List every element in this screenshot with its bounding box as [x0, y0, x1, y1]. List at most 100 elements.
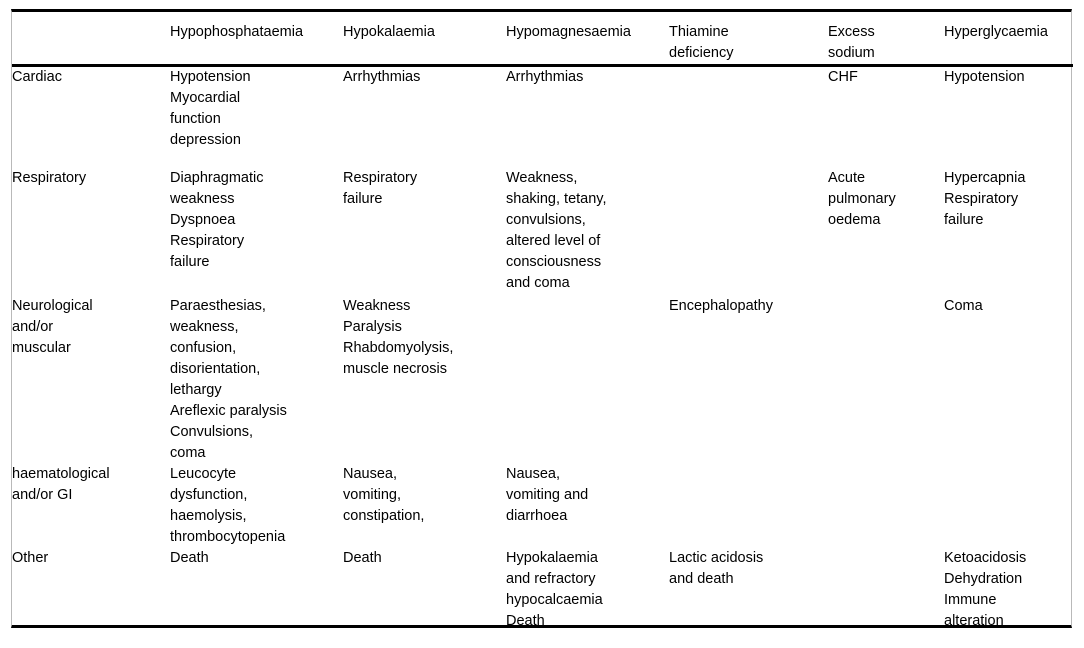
cell-line: Immune	[944, 590, 1073, 611]
cell-line: and refractory	[506, 569, 669, 590]
cell-line: Death	[170, 548, 343, 569]
cell-line: Hypotension	[944, 67, 1073, 88]
cell-line: Hypercapnia	[944, 168, 1073, 189]
cell-line: haematological	[12, 464, 170, 485]
cell-line: Respiratory	[12, 168, 170, 189]
cell-gly: Hypotension	[944, 66, 1073, 169]
cell-line: Neurological	[12, 296, 170, 317]
cell-phos: Death	[170, 548, 343, 648]
cell-line: failure	[343, 189, 506, 210]
cell-sod	[828, 548, 944, 648]
table-header-row: Hypophosphataemia Hypokalaemia Hypomagne…	[12, 12, 1073, 66]
cell-kal: Nausea,vomiting,constipation,	[343, 464, 506, 548]
table-head: Hypophosphataemia Hypokalaemia Hypomagne…	[12, 12, 1073, 66]
cell-line: Encephalopathy	[669, 296, 828, 317]
cell-line: Paraesthesias,	[170, 296, 343, 317]
cell-line: Convulsions,	[170, 422, 343, 443]
cell-line: confusion,	[170, 338, 343, 359]
cell-line: Dyspnoea	[170, 210, 343, 231]
cell-thia: Encephalopathy	[669, 296, 828, 464]
column-header-line: Excess	[828, 22, 944, 43]
cell-line: vomiting,	[343, 485, 506, 506]
cell-phos: Paraesthesias,weakness,confusion,disorie…	[170, 296, 343, 464]
cell-line: lethargy	[170, 380, 343, 401]
cell-line: depression	[170, 130, 343, 151]
cell-line: Areflexic paralysis	[170, 401, 343, 422]
cell-kal: Death	[343, 548, 506, 648]
cell-line: consciousness	[506, 252, 669, 273]
clinical-complications-table-frame: Hypophosphataemia Hypokalaemia Hypomagne…	[11, 9, 1072, 628]
column-header-hypokalaemia: Hypokalaemia	[343, 12, 506, 66]
cell-gly: Coma	[944, 296, 1073, 464]
column-header-hyperglycaemia: Hyperglycaemia	[944, 12, 1073, 66]
cell-line: Cardiac	[12, 67, 170, 88]
cell-gly	[944, 464, 1073, 548]
cell-line: Hypotension	[170, 67, 343, 88]
cell-line: Hypokalaemia	[506, 548, 669, 569]
cell-line: Death	[506, 611, 669, 632]
cell-mag	[506, 296, 669, 464]
column-header-hypophosphataemia: Hypophosphataemia	[170, 12, 343, 66]
cell-line: Leucocyte	[170, 464, 343, 485]
cell-system: Respiratory	[12, 168, 170, 296]
cell-line: alteration	[944, 611, 1073, 632]
cell-line: diarrhoea	[506, 506, 669, 527]
column-header-line: Hypophosphataemia	[170, 22, 343, 43]
cell-line: dysfunction,	[170, 485, 343, 506]
cell-line: Rhabdomyolysis,	[343, 338, 506, 359]
cell-line: pulmonary	[828, 189, 944, 210]
cell-line: weakness,	[170, 317, 343, 338]
cell-thia	[669, 66, 828, 169]
cell-line: Dehydration	[944, 569, 1073, 590]
cell-line: function	[170, 109, 343, 130]
cell-line: disorientation,	[170, 359, 343, 380]
cell-line: Ketoacidosis	[944, 548, 1073, 569]
refeeding-complications-table: Hypophosphataemia Hypokalaemia Hypomagne…	[12, 12, 1073, 648]
cell-line: Respiratory	[944, 189, 1073, 210]
cell-line: failure	[170, 252, 343, 273]
cell-sod	[828, 296, 944, 464]
cell-line: muscle necrosis	[343, 359, 506, 380]
column-header-system	[12, 12, 170, 66]
cell-line: and death	[669, 569, 828, 590]
column-header-line: deficiency	[669, 43, 828, 64]
cell-line: thrombocytopenia	[170, 527, 343, 548]
column-header-line: Thiamine	[669, 22, 828, 43]
cell-line: Nausea,	[343, 464, 506, 485]
cell-line: Nausea,	[506, 464, 669, 485]
cell-line: Death	[343, 548, 506, 569]
cell-sod: CHF	[828, 66, 944, 169]
cell-line: weakness	[170, 189, 343, 210]
cell-line: Myocardial	[170, 88, 343, 109]
column-header-line: Hypokalaemia	[343, 22, 506, 43]
cell-line: altered level of	[506, 231, 669, 252]
cell-line: Respiratory	[170, 231, 343, 252]
cell-line: Acute	[828, 168, 944, 189]
cell-line: Other	[12, 548, 170, 569]
column-header-line: Hyperglycaemia	[944, 22, 1073, 43]
cell-line: vomiting and	[506, 485, 669, 506]
cell-line: and/or GI	[12, 485, 170, 506]
cell-kal: Arrhythmias	[343, 66, 506, 169]
cell-line: Respiratory	[343, 168, 506, 189]
cell-thia	[669, 168, 828, 296]
cell-line: Arrhythmias	[506, 67, 669, 88]
cell-line: oedema	[828, 210, 944, 231]
cell-line: Arrhythmias	[343, 67, 506, 88]
cell-line: Lactic acidosis	[669, 548, 828, 569]
cell-line: convulsions,	[506, 210, 669, 231]
cell-sod	[828, 464, 944, 548]
